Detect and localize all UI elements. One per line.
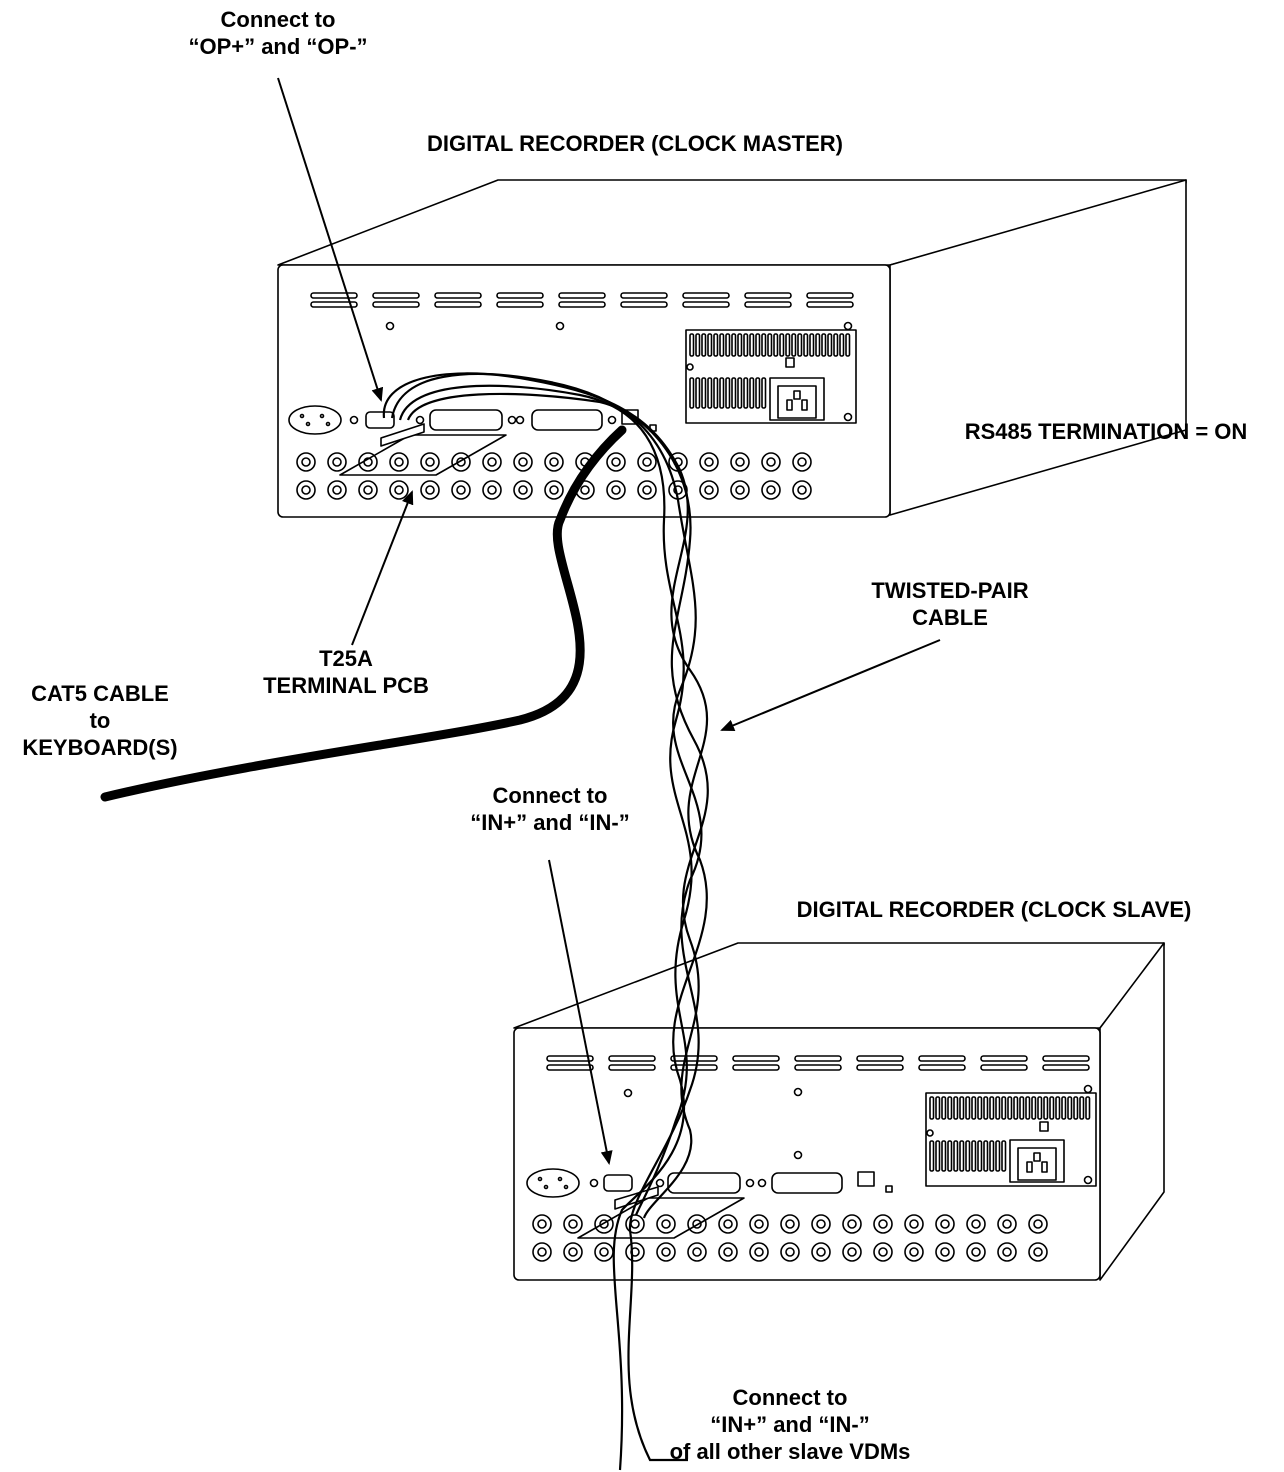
slave-title: DIGITAL RECORDER (CLOCK SLAVE) bbox=[754, 896, 1234, 923]
cat5-label: CAT5 CABLE to KEYBOARD(S) bbox=[0, 680, 200, 761]
slave-power-supply bbox=[926, 1093, 1096, 1186]
slave-recorder bbox=[514, 943, 1164, 1280]
master-power-supply bbox=[686, 330, 856, 423]
t25a-label: T25A TERMINAL PCB bbox=[236, 645, 456, 699]
twisted-pair-cable bbox=[384, 373, 708, 1470]
connect-in-label: Connect to “IN+” and “IN-” bbox=[440, 782, 660, 836]
connect-op-label: Connect to “OP+” and “OP-” bbox=[168, 6, 388, 60]
connect-in-others-label: Connect to “IN+” and “IN-” of all other … bbox=[630, 1384, 950, 1465]
master-recorder bbox=[278, 180, 1186, 517]
twisted-pair-label: TWISTED-PAIR CABLE bbox=[840, 577, 1060, 631]
rs485-label: RS485 TERMINATION = ON bbox=[936, 418, 1276, 445]
arrow-twisted-pair bbox=[722, 640, 940, 730]
master-title: DIGITAL RECORDER (CLOCK MASTER) bbox=[380, 130, 890, 157]
